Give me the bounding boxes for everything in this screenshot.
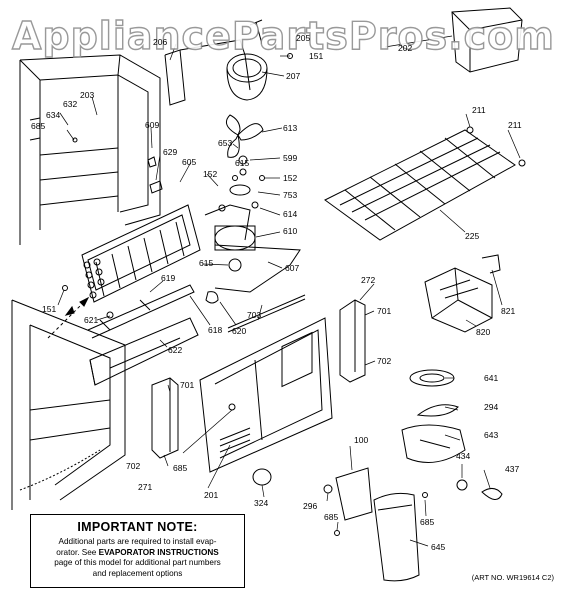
- part-label-151: 151: [309, 51, 324, 61]
- part-label-615: 615: [235, 158, 250, 168]
- part-label-641: 641: [484, 373, 499, 383]
- note-line-4: and replacement options: [92, 568, 183, 578]
- freezer-liner: [20, 55, 160, 245]
- part-label-701: 701: [377, 306, 392, 316]
- part-label-643: 643: [484, 430, 499, 440]
- evaporator-instructions-link[interactable]: EVAPORATOR INSTRUCTIONS: [98, 547, 219, 557]
- part-label-151: 151: [42, 304, 57, 314]
- part-label-152: 152: [283, 173, 298, 183]
- part-label-152: 152: [203, 169, 218, 179]
- dispenser-parts: [402, 370, 465, 463]
- part-label-621: 621: [84, 315, 99, 325]
- part-label-211: 211: [508, 120, 522, 130]
- part-label-645: 645: [431, 542, 446, 552]
- important-note-box: IMPORTANT NOTE: Additional parts are req…: [30, 514, 245, 588]
- freezer-rear-panel: [200, 295, 332, 472]
- important-note-text: Additional parts are required to install…: [31, 537, 244, 579]
- part-label-820: 820: [476, 327, 491, 337]
- direction-arrow: [48, 298, 88, 338]
- part-label-620: 620: [232, 326, 247, 336]
- part-label-100: 100: [354, 435, 369, 445]
- part-label-207: 207: [286, 71, 301, 81]
- part-label-632: 632: [63, 99, 78, 109]
- part-label-296: 296: [303, 501, 318, 511]
- part-label-202: 202: [398, 43, 413, 53]
- part-label-753: 753: [283, 190, 298, 200]
- part-label-294: 294: [484, 402, 499, 412]
- part-label-685: 685: [324, 512, 339, 522]
- ice-maker: [425, 255, 500, 332]
- note-line-1: Additional parts are required to install…: [58, 537, 217, 546]
- ice-bucket: [452, 8, 522, 72]
- part-label-619: 619: [161, 273, 176, 283]
- part-label-701: 701: [180, 380, 195, 390]
- part-label-821: 821: [501, 306, 516, 316]
- wire-shelf: [325, 127, 525, 240]
- part-label-203: 203: [80, 90, 95, 100]
- dispenser-funnel: [336, 468, 419, 581]
- part-label-437: 437: [505, 464, 520, 474]
- fan-shroud-top: [165, 20, 267, 105]
- fresh-food-liner: [12, 300, 125, 510]
- part-label-615: 615: [199, 258, 214, 268]
- fan-motor-assembly: [205, 115, 300, 292]
- part-label-605: 605: [182, 157, 197, 167]
- important-note-title: IMPORTANT NOTE:: [77, 520, 198, 534]
- part-label-607: 607: [285, 263, 300, 273]
- part-label-685: 685: [31, 121, 46, 131]
- part-label-702: 702: [377, 356, 392, 366]
- part-label-610: 610: [283, 226, 298, 236]
- part-label-225: 225: [465, 231, 480, 241]
- part-label-211: 211: [472, 105, 486, 115]
- part-label-685: 685: [173, 463, 188, 473]
- part-label-324: 324: [254, 498, 269, 508]
- part-label-272: 272: [361, 275, 376, 285]
- air-ducts: [152, 300, 365, 458]
- part-label-434: 434: [456, 451, 471, 461]
- part-label-205: 205: [296, 33, 311, 43]
- part-label-206: 206: [153, 37, 168, 47]
- defrost-heater-and-drain-pan: [88, 285, 198, 385]
- part-label-618: 618: [208, 325, 223, 335]
- part-label-653: 653: [218, 138, 233, 148]
- part-label-622: 622: [168, 345, 183, 355]
- part-label-685: 685: [420, 517, 435, 527]
- part-label-629: 629: [163, 147, 178, 157]
- evaporator-coil: [82, 205, 200, 302]
- note-line-2: orator. See: [56, 547, 99, 557]
- part-label-614: 614: [283, 209, 298, 219]
- part-label-201: 201: [204, 490, 219, 500]
- watermark: AppliancePartsPros.com: [11, 13, 555, 58]
- part-label-702: 702: [126, 461, 141, 471]
- part-label-703: 703: [247, 310, 262, 320]
- part-label-609: 609: [145, 120, 160, 130]
- hardware-fasteners: [63, 54, 503, 536]
- note-line-3: page of this model for additional part n…: [54, 558, 221, 567]
- part-label-613: 613: [283, 123, 298, 133]
- art-number: (ART NO. WR19614 C2): [471, 573, 554, 582]
- part-label-634: 634: [46, 110, 61, 120]
- part-label-599: 599: [283, 153, 298, 163]
- part-label-271: 271: [138, 482, 153, 492]
- leader-lines: [58, 36, 520, 546]
